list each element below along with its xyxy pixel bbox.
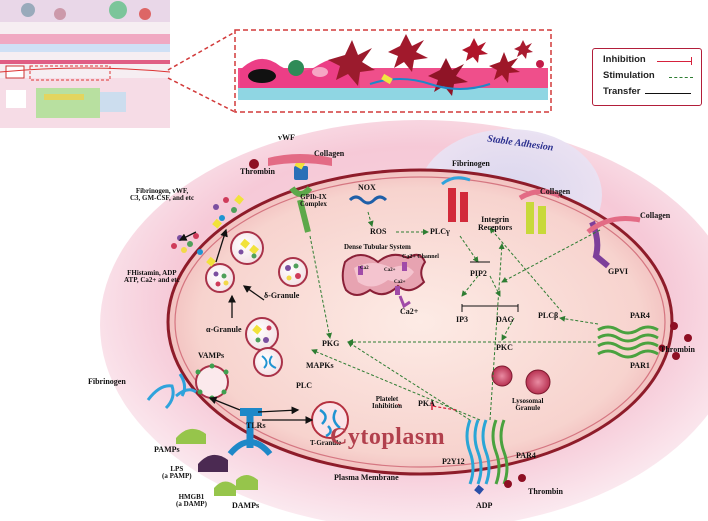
label-gpib: GPIb-IX Complex (300, 193, 327, 209)
legend: Inhibition Stimulation Transfer (592, 48, 702, 106)
label-fibrinogen-stable: Fibrinogen (452, 159, 490, 168)
label-cytoplasm: Cytoplasm (330, 424, 446, 450)
platelet-cell (166, 168, 674, 476)
label-thrombin-bottom: Thrombin (528, 487, 563, 496)
inhibition-line (657, 61, 691, 62)
label-collagen-top: Collagen (314, 149, 345, 158)
label-plc: PLC (296, 381, 312, 390)
lysosomal-granule-2 (525, 369, 551, 395)
label-alpha-granule: α-Granule (206, 325, 242, 334)
label-par4-right: PAR4 (630, 311, 650, 320)
label-ip3: IP3 (456, 315, 468, 324)
label-pkc: PKC (496, 343, 513, 352)
legend-stimulation: Stimulation (603, 70, 655, 81)
lysosomal-granule-1 (491, 365, 513, 387)
label-integrin: Integrin Receptors (478, 215, 513, 233)
label-par4-bottom: PAR4 (516, 451, 536, 460)
label-ca2-a: Ca2 (360, 266, 369, 271)
label-lps: LPS (a PAMP) (162, 465, 192, 481)
label-ca2-b: Ca2+ (384, 268, 396, 273)
label-vamps: VAMPs (198, 351, 225, 360)
transfer-arrow (645, 93, 691, 94)
stimulation-arrow (669, 77, 693, 78)
inhibition-bar (691, 57, 692, 65)
label-dts: Dense Tubular System (344, 243, 411, 251)
label-plasma-membrane: Plasma Membrane (334, 473, 399, 482)
label-ca2-d: Ca2+ (400, 307, 419, 316)
zoom-box (234, 29, 552, 113)
label-thrombin-right: Thrombin (660, 345, 695, 354)
label-fhistamin: FHistamin, ADP ATP, Ca2+ and etc (124, 269, 180, 285)
label-vwf: vWF (278, 133, 295, 142)
label-collagen-stable: Collagen (540, 187, 571, 196)
overview-thumbnail (0, 0, 170, 128)
label-ca2-channel: Ca2+ Channel (402, 254, 439, 260)
label-dag: DAG (496, 315, 514, 324)
legend-inhibition: Inhibition (603, 54, 646, 65)
label-pka: PKA (418, 399, 435, 408)
label-tlrs: TLRs (246, 421, 266, 430)
label-lysosomal: Lysosomal Granule (512, 397, 544, 413)
label-pip2: PIP2 (470, 269, 487, 278)
label-t-granule: T-Granule (310, 439, 342, 447)
label-par1: PAR1 (630, 361, 650, 370)
label-p2y12: P2Y12 (442, 457, 465, 466)
label-ca2-c: Ca2+ (394, 280, 406, 285)
label-fib-etc: Fibrinogen, vWF, C3, GM-CSF, and etc (130, 187, 195, 203)
label-pkg: PKG (322, 339, 340, 348)
label-ros: ROS (370, 227, 387, 236)
label-plcb: PLCβ (538, 311, 559, 320)
label-pamps: PAMPs (154, 445, 180, 454)
label-fibrinogen-left: Fibrinogen (88, 377, 126, 386)
label-platelet-inhibition: Platelet Inhibition (372, 395, 402, 411)
label-plcg: PLCγ (430, 227, 450, 236)
legend-transfer: Transfer (603, 86, 641, 97)
label-mapks: MAPKs (306, 361, 334, 370)
label-adp: ADP (476, 501, 493, 510)
label-gpvi: GPVI (608, 267, 628, 276)
label-nox: NOX (358, 183, 376, 192)
label-hmgb1: HMGB1 (a DAMP) (176, 493, 207, 509)
label-collagen-right: Collagen (640, 211, 671, 220)
label-delta-granule: δ-Granule (264, 291, 300, 300)
label-thrombin-top: Thrombin (240, 167, 275, 176)
label-damps: DAMPs (232, 501, 260, 510)
